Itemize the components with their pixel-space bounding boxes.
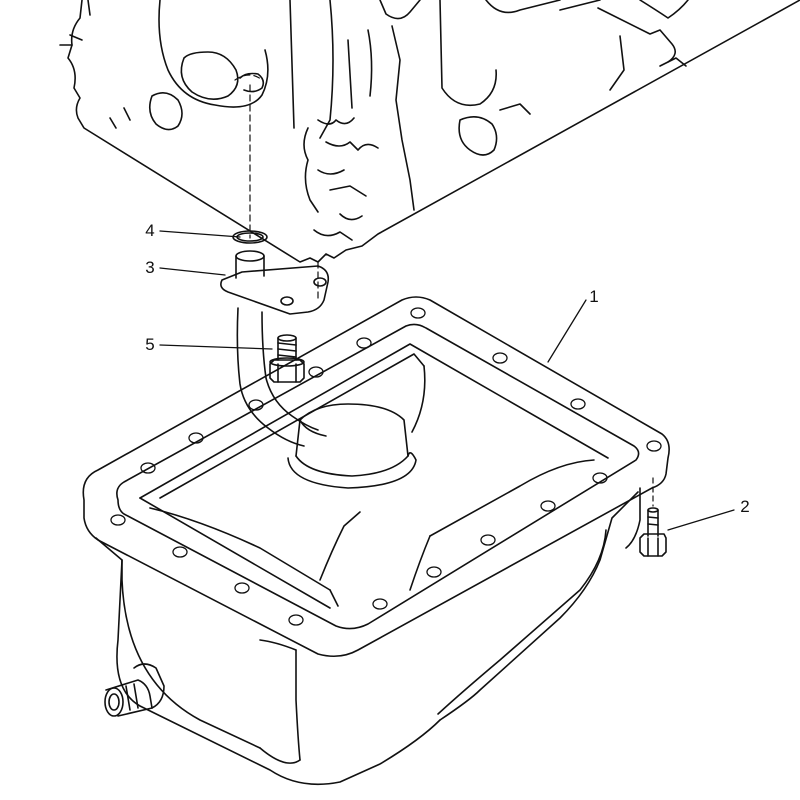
- drain-plug: [104, 663, 165, 717]
- bolt-2: [639, 477, 667, 557]
- bolt-5: [269, 334, 305, 383]
- callout-part-3: 3: [145, 258, 155, 277]
- callout-part-5: 5: [145, 335, 155, 354]
- engine-block: [59, 0, 800, 263]
- assembly-guide-lines: [234, 74, 319, 301]
- callout-part-2: 2: [740, 497, 750, 516]
- flange-bolt-holes: [110, 307, 662, 626]
- oil-pan: [82, 296, 670, 786]
- callout-part-4: 4: [145, 221, 155, 240]
- callout-part-1: 1: [589, 287, 599, 306]
- leader-lines: [159, 230, 735, 531]
